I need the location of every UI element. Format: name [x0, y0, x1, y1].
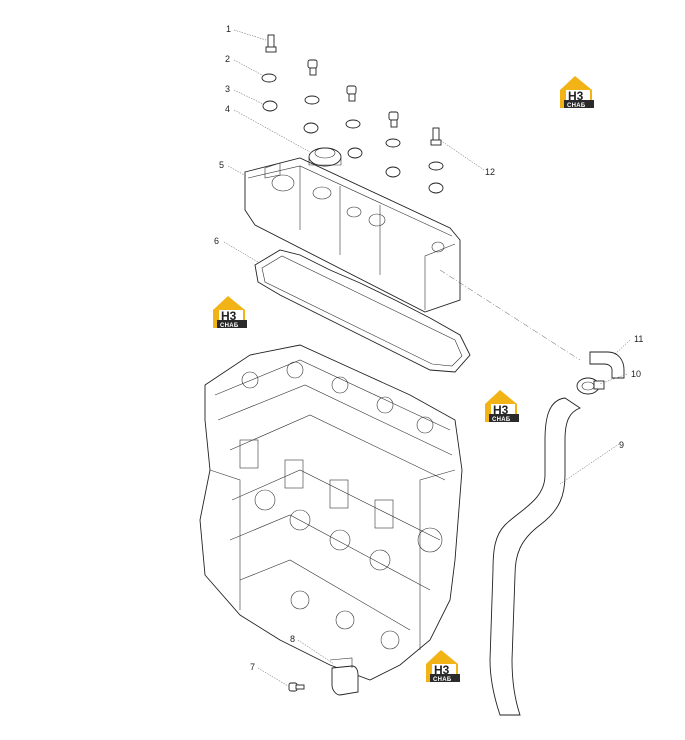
callout-5: 5 — [219, 160, 224, 170]
callout-12: 12 — [485, 167, 495, 177]
svg-text:СНАБ: СНАБ — [433, 677, 452, 683]
watermark-logo: H3 СНАБ — [426, 650, 460, 683]
callout-10: 10 — [631, 369, 641, 379]
valve-cover — [244, 157, 461, 313]
svg-text:H3: H3 — [568, 89, 584, 103]
callout-11: 11 — [634, 334, 643, 344]
breather-elbow — [589, 351, 625, 379]
callout-9: 9 — [619, 440, 624, 450]
svg-text:H3: H3 — [434, 663, 450, 677]
mounting-bolt — [288, 682, 305, 692]
cover-gasket — [254, 249, 471, 373]
fastener-set — [261, 34, 444, 194]
callout-labels: 1 2 3 4 5 6 7 8 9 10 11 12 — [214, 24, 643, 672]
callout-2: 2 — [225, 54, 230, 64]
assembly-center-line — [439, 269, 581, 361]
callout-3: 3 — [225, 84, 230, 94]
watermark-logo: H3 СНАБ — [213, 296, 247, 329]
breather-hose — [489, 397, 581, 716]
leader-lines — [223, 29, 631, 687]
watermark-logo: H3 СНАБ — [560, 76, 594, 109]
callout-7: 7 — [250, 662, 255, 672]
mounting-bracket — [329, 657, 359, 696]
watermark-logo: H3 СНАБ — [485, 390, 519, 423]
oil-filler-cap — [308, 147, 342, 167]
svg-text:H3: H3 — [493, 403, 509, 417]
svg-text:СНАБ: СНАБ — [492, 417, 511, 423]
callout-6: 6 — [214, 236, 219, 246]
svg-text:H3: H3 — [221, 309, 237, 323]
engine-block — [199, 344, 463, 681]
callout-4: 4 — [225, 104, 230, 114]
hose-clamp — [576, 377, 605, 395]
svg-text:СНАБ: СНАБ — [220, 323, 239, 329]
svg-text:СНАБ: СНАБ — [567, 103, 586, 109]
callout-1: 1 — [226, 24, 231, 34]
callout-8: 8 — [290, 634, 295, 644]
